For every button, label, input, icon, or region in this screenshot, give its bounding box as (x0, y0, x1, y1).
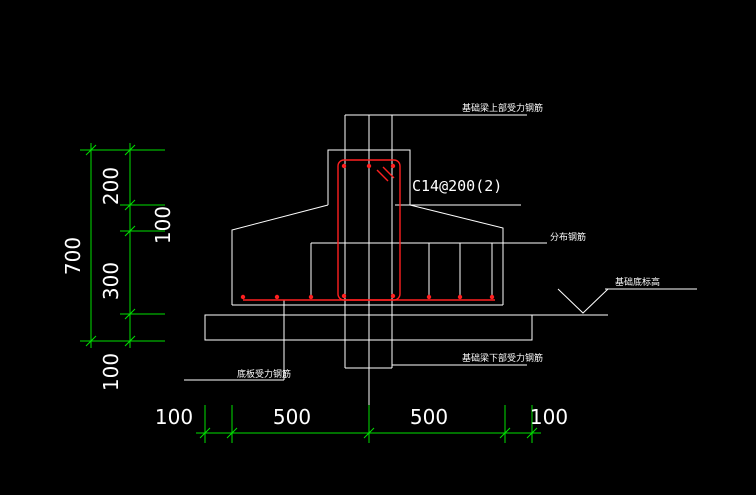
tick-h4 (499, 427, 511, 439)
left-haunch-outline (231, 204, 329, 305)
label-top-bar: 基础梁上部受力钢筋 (462, 102, 543, 114)
tick-b1 (124, 144, 136, 156)
label-bottom-slab-bar: 底板受力钢筋 (237, 368, 291, 380)
tick-a2 (85, 335, 97, 347)
vertical-dimensions (80, 143, 165, 348)
label-bottom-beam-bar: 基础梁下部受力钢筋 (462, 352, 543, 364)
right-haunch-outline (409, 204, 504, 305)
dim-top: 200 (99, 167, 123, 205)
dim-right-cover: 100 (530, 405, 568, 429)
rebar-dots (240, 163, 495, 300)
horizontal-dimensions (196, 405, 541, 443)
elevation-triangle (557, 288, 609, 314)
tick-h5 (526, 427, 538, 439)
slab-dot-1 (240, 294, 246, 300)
tick-b5 (124, 335, 136, 347)
concrete-outline (204, 114, 533, 440)
slab-dot-5 (457, 294, 463, 300)
tick-h3 (363, 427, 375, 439)
leader-lines (184, 114, 697, 381)
tick-b2 (124, 199, 136, 211)
slab-dot-3 (308, 294, 314, 300)
dim-left-cover: 100 (155, 405, 193, 429)
annotations: 基础梁上部受力钢筋 C14@200(2) 分布钢筋 基础底标高 基础梁下部受力钢… (237, 102, 660, 380)
label-stirrup: C14@200(2) (412, 177, 502, 195)
stirrup-hook-2 (382, 166, 395, 179)
dim-right-half: 500 (410, 405, 448, 429)
top-bar-dot-3 (390, 163, 396, 169)
dimension-texts: 700 200 100 300 100 100 500 500 100 (61, 167, 568, 429)
slab-dot-4 (426, 294, 432, 300)
rebar-group (243, 159, 495, 301)
dim-bottom: 100 (99, 353, 123, 391)
tick-b3 (124, 225, 136, 237)
dim-mid: 100 (151, 206, 175, 244)
label-base-elevation: 基础底标高 (615, 276, 660, 288)
top-bar-dot-2 (366, 163, 372, 169)
dim-total: 700 (61, 237, 85, 275)
label-distribution: 分布钢筋 (550, 231, 586, 243)
tick-h2 (226, 427, 238, 439)
tick-h1 (199, 427, 211, 439)
bottom-bar-dot-1 (341, 293, 347, 299)
elevation-symbol (557, 288, 609, 314)
tick-a1 (85, 144, 97, 156)
bottom-bar-dot-2 (390, 293, 396, 299)
stirrup-hook-1 (376, 169, 389, 182)
slab-dot-2 (274, 294, 280, 300)
top-bar-dot-1 (341, 163, 347, 169)
tick-b4 (124, 308, 136, 320)
dim-lower: 300 (99, 262, 123, 300)
dim-left-half: 500 (273, 405, 311, 429)
slab-dot-6 (489, 294, 495, 300)
